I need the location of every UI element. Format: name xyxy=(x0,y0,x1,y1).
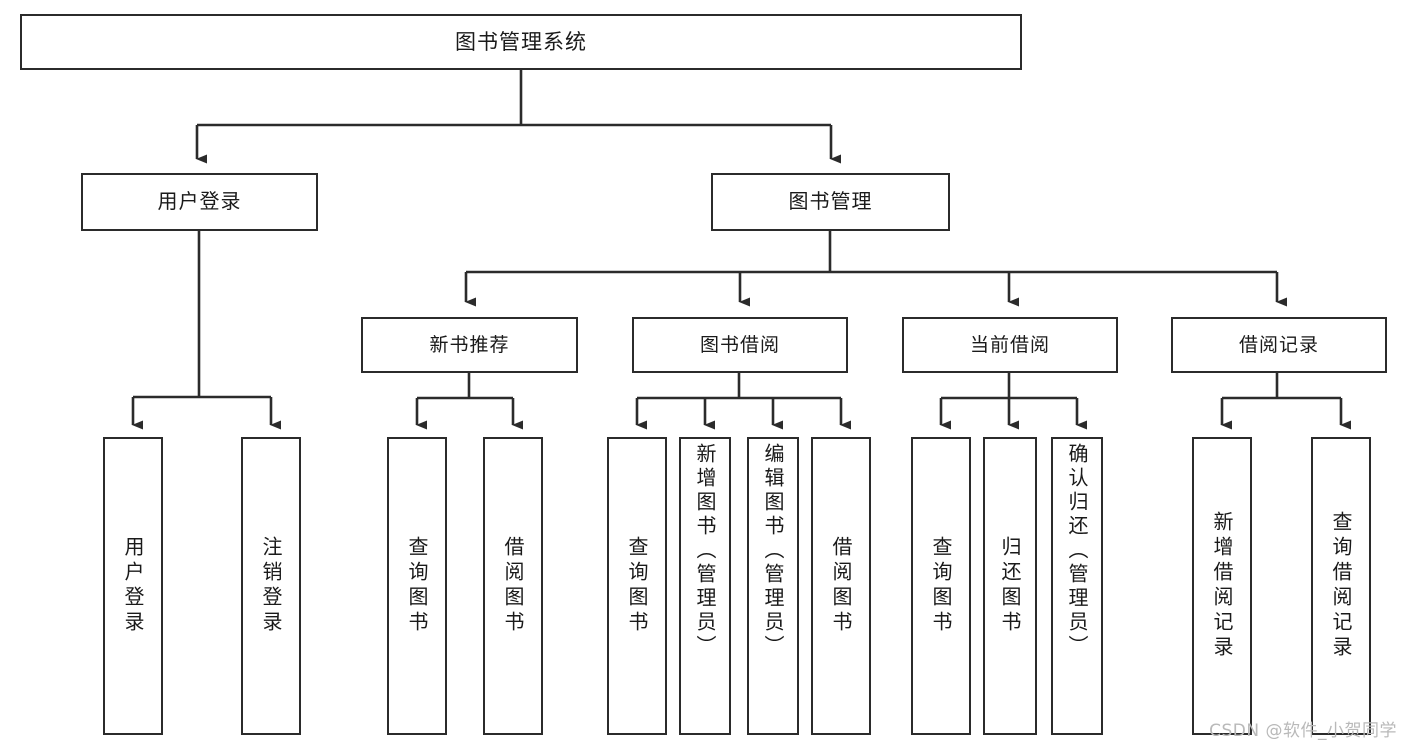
node-label: 查询图书 xyxy=(929,536,953,636)
node-label: 新书推荐 xyxy=(429,333,510,356)
node-user-login[interactable]: 用户登录 xyxy=(81,173,318,231)
node-book-management[interactable]: 图书管理 xyxy=(711,173,950,231)
node-label: 用户登录 xyxy=(157,189,242,214)
node-label: 确认归还（管理员） xyxy=(1065,443,1089,659)
leaf-add-borrow-record[interactable]: 新增借阅记录 xyxy=(1192,437,1252,735)
node-label: 归还图书 xyxy=(998,536,1022,636)
node-label: 借阅图书 xyxy=(829,536,853,636)
leaf-borrow-book[interactable]: 借阅图书 xyxy=(811,437,871,735)
node-label: 注销登录 xyxy=(259,536,283,636)
node-label: 借阅记录 xyxy=(1238,333,1319,356)
leaf-confirm-return-admin[interactable]: 确认归还（管理员） xyxy=(1051,437,1103,735)
node-label: 图书管理系统 xyxy=(455,29,587,54)
leaf-return-book[interactable]: 归还图书 xyxy=(983,437,1037,735)
node-label: 当前借阅 xyxy=(969,333,1050,356)
node-label: 图书管理 xyxy=(788,189,873,214)
node-label: 编辑图书（管理员） xyxy=(761,443,785,659)
leaf-edit-book-admin[interactable]: 编辑图书（管理员） xyxy=(747,437,799,735)
node-new-book-recommend[interactable]: 新书推荐 xyxy=(361,317,578,373)
node-current-borrow[interactable]: 当前借阅 xyxy=(902,317,1118,373)
leaf-query-book-recommend[interactable]: 查询图书 xyxy=(387,437,447,735)
node-label: 新增借阅记录 xyxy=(1210,511,1234,661)
leaf-logout[interactable]: 注销登录 xyxy=(241,437,301,735)
node-label: 查询图书 xyxy=(405,536,429,636)
leaf-query-book-current[interactable]: 查询图书 xyxy=(911,437,971,735)
leaf-borrow-book-recommend[interactable]: 借阅图书 xyxy=(483,437,543,735)
node-book-borrow[interactable]: 图书借阅 xyxy=(632,317,848,373)
csdn-watermark: CSDN @软件_小贺同学 xyxy=(1209,721,1397,741)
node-label: 借阅图书 xyxy=(501,536,525,636)
leaf-query-borrow-record[interactable]: 查询借阅记录 xyxy=(1311,437,1371,735)
node-label: 图书借阅 xyxy=(699,333,780,356)
node-label: 查询图书 xyxy=(625,536,649,636)
node-root-book-management-system[interactable]: 图书管理系统 xyxy=(20,14,1022,70)
node-label: 用户登录 xyxy=(121,536,145,636)
leaf-query-book-borrow[interactable]: 查询图书 xyxy=(607,437,667,735)
leaf-add-book-admin[interactable]: 新增图书（管理员） xyxy=(679,437,731,735)
node-borrow-record[interactable]: 借阅记录 xyxy=(1171,317,1387,373)
node-label: 查询借阅记录 xyxy=(1329,511,1353,661)
leaf-user-login[interactable]: 用户登录 xyxy=(103,437,163,735)
node-label: 新增图书（管理员） xyxy=(693,443,717,659)
